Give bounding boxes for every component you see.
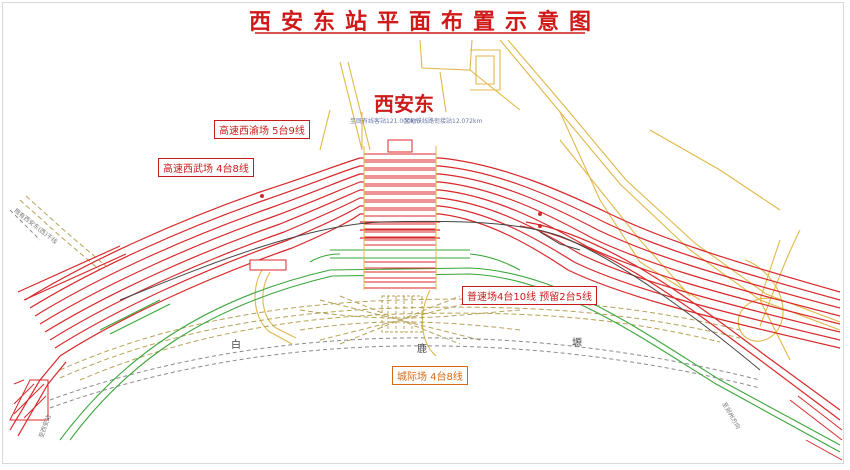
intercity-tracks bbox=[59, 249, 841, 453]
planned-tracks bbox=[19, 195, 741, 381]
platform-blocks bbox=[249, 139, 437, 289]
station-name: 西安东 bbox=[374, 92, 434, 116]
diagram-title: 西安东站平面布置示意图 bbox=[248, 9, 601, 35]
road-network bbox=[254, 39, 841, 361]
diagram-border bbox=[2, 2, 844, 464]
label-xiyu-yard: 高速西渝场 5台9线 bbox=[214, 120, 310, 139]
station-axis bbox=[363, 146, 437, 290]
marker-flags bbox=[260, 194, 542, 228]
place-lu: 鹿 bbox=[417, 344, 427, 355]
high-speed-tracks bbox=[9, 157, 841, 437]
main-line bbox=[119, 220, 761, 371]
left-approach bbox=[9, 379, 49, 421]
existing-railway bbox=[9, 209, 761, 409]
label-putong-yard: 普速场4台10线 预留2台5线 bbox=[462, 286, 597, 305]
label-xiwu-yard: 高速西武场 4台8线 bbox=[158, 158, 254, 177]
right-approach bbox=[789, 395, 843, 461]
place-bai: 白 bbox=[231, 340, 241, 351]
label-chengji-yard: 城际场 4台8线 bbox=[392, 366, 468, 385]
place-yuan: 塬 bbox=[572, 338, 582, 349]
station-note-left: 至既有线客站121.000km bbox=[350, 118, 421, 125]
station-note-right: 至地铁线路衔接站12.072km bbox=[404, 118, 483, 125]
intercity-platforms bbox=[381, 295, 423, 333]
